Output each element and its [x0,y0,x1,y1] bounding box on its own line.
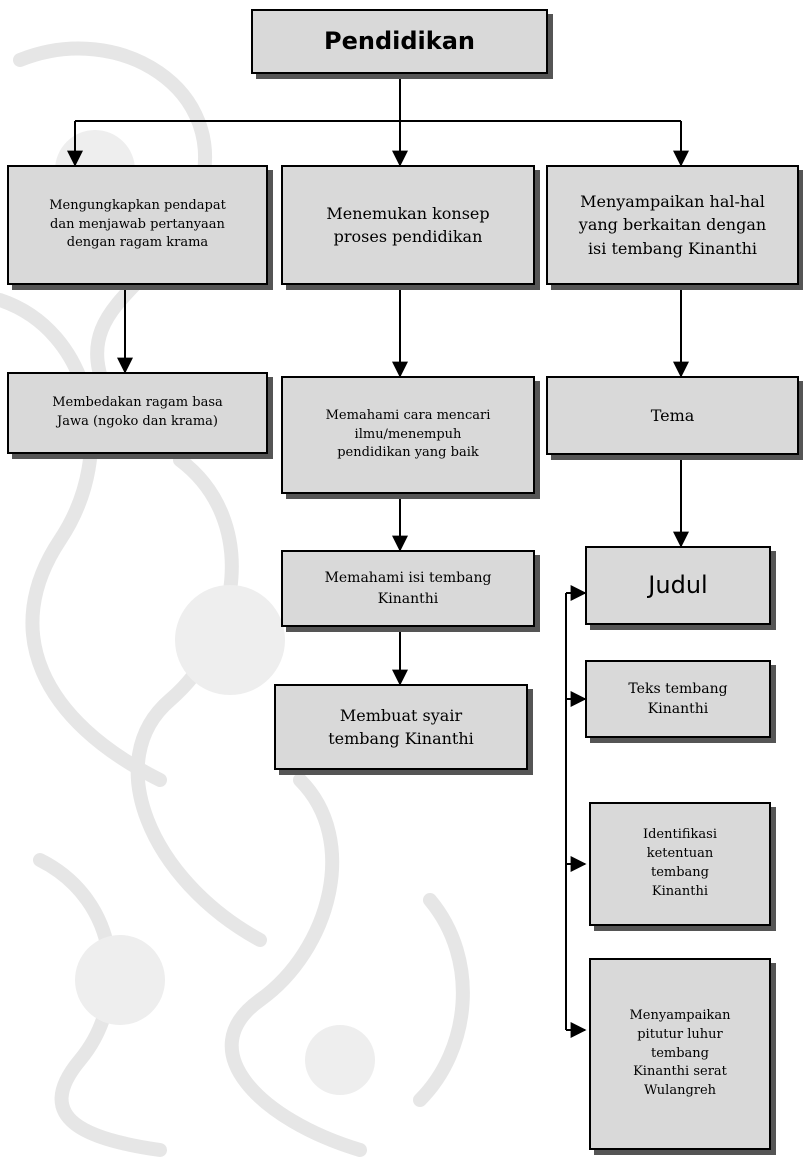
node-identifikasi: Identifikasi ketentuan tembang Kinanthi [589,802,771,926]
node-pendidikan: Pendidikan [251,9,548,74]
node-menyampaikan-pitutur: Menyampaikan pitutur luhur tembang Kinan… [589,958,771,1150]
node-membedakan-ragam: Membedakan ragam basa Jawa (ngoko dan kr… [7,372,268,454]
node-menemukan-konsep: Menemukan konsep proses pendidikan [281,165,535,285]
node-memahami-cara: Memahami cara mencari ilmu/menempuh pend… [281,376,535,494]
node-teks-tembang: Teks tembang Kinanthi [585,660,771,738]
node-membuat-syair: Membuat syair tembang Kinanthi [274,684,528,770]
node-mengungkapkan-pendapat: Mengungkapkan pendapat dan menjawab pert… [7,165,268,285]
node-memahami-isi: Memahami isi tembang Kinanthi [281,550,535,627]
node-judul: Judul [585,546,771,625]
node-tema: Tema [546,376,799,455]
node-menyampaikan-hal: Menyampaikan hal-hal yang berkaitan deng… [546,165,799,285]
